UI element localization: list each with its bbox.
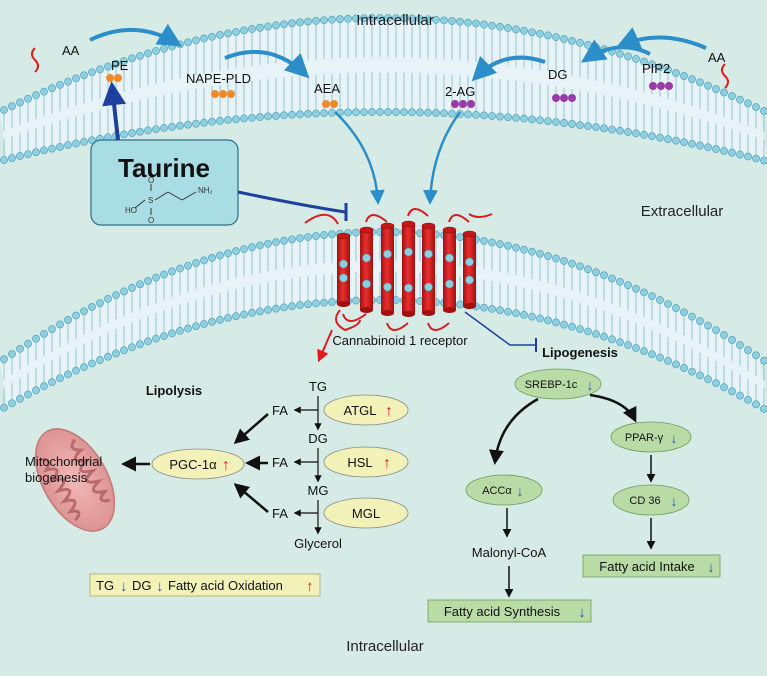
fa-intake-label: Fatty acid Intake: [599, 559, 694, 574]
cb1-receptor-icon: [304, 208, 493, 332]
lipolysis-title: Lipolysis: [146, 383, 202, 398]
receptor-label: Cannabinoid 1 receptor: [332, 333, 468, 348]
region-label-top: Intracellular: [356, 12, 434, 29]
arrow-aa-to-nape: [89, 23, 183, 47]
inhibit-receptor-lipogenesis: [464, 311, 536, 346]
ppar-node: PPAR-γ ↓: [610, 421, 692, 453]
lipolysis-summary-box: TG ↓ DG ↓ Fatty acid Oxidation ↑: [89, 573, 321, 597]
fa-synthesis-box: Fatty acid Synthesis ↓: [427, 599, 592, 623]
pip2-label: PIP2: [642, 61, 670, 76]
2ag-head-group: [451, 100, 475, 108]
arrow-aea-to-receptor: [334, 111, 385, 205]
lipogenesis-title: Lipogenesis: [542, 345, 618, 360]
region-label-extracellular: Extracellular: [641, 203, 724, 220]
fa-intake-down: ↓: [707, 559, 715, 576]
aa-chain-left-icon: [31, 47, 39, 73]
fa-synthesis-down: ↓: [578, 604, 586, 621]
ligand-pathway: AA PE NAPE-PLD AEA 2-AG DG PIP2 AA: [31, 23, 729, 205]
dg-stage-label: DG: [308, 431, 328, 446]
taurine-o1-label: O: [148, 176, 154, 185]
summary-fao: Fatty acid Oxidation: [168, 578, 283, 593]
tg-label: TG: [309, 379, 327, 394]
ppar-down-arrow: ↓: [671, 430, 678, 446]
pgc-up-arrow: ↑: [222, 457, 230, 474]
fa-synthesis-label: Fatty acid Synthesis: [444, 604, 561, 619]
arrow-aa-to-pip2: [615, 27, 707, 50]
taurine-o2-label: O: [148, 216, 154, 225]
aea-label: AEA: [314, 81, 340, 96]
arrow-fa1-to-pgc: [233, 413, 269, 444]
fa-intake-box: Fatty acid Intake ↓: [582, 554, 721, 578]
taurine-structure-icon: [134, 184, 197, 215]
acc-down-arrow: ↓: [517, 483, 524, 499]
arrow-receptor-to-lipolysis: [317, 329, 333, 363]
top-membrane: [0, 14, 767, 165]
taurine-title: Taurine: [118, 153, 210, 183]
aa-right-label: AA: [708, 50, 726, 65]
taurine-nh2-label: NH₂: [198, 186, 213, 195]
aea-head-group: [322, 100, 338, 108]
summary-tg: TG: [96, 578, 114, 593]
atgl-up-arrow: ↑: [385, 403, 393, 420]
mitochondrion-icon: [34, 428, 116, 532]
malonyl-label: Malonyl-CoA: [472, 545, 547, 560]
mito-label-line2: biogenesis: [25, 470, 88, 485]
arrow-nape-to-aea: [224, 49, 310, 79]
ppar-label: PPAR-γ: [625, 432, 664, 444]
fa-label-1: FA: [272, 403, 288, 418]
hsl-label: HSL: [347, 455, 372, 470]
dg-label: DG: [548, 67, 568, 82]
hsl-up-arrow: ↑: [383, 455, 391, 472]
arrow-taurine-to-pe: [102, 81, 127, 141]
pgc-node: PGC-1α ↑: [151, 448, 245, 480]
arrow-fa3-to-pgc: [233, 483, 269, 513]
inhibit-taurine-receptor: [237, 190, 346, 214]
srebp-node: SREBP-1c ↓: [514, 368, 602, 400]
pe-head-group: [106, 74, 122, 82]
arrow-2ag-to-receptor: [422, 111, 462, 205]
acc-node: ACCα ↓: [465, 474, 543, 506]
nape-pld-label: NAPE-PLD: [186, 71, 251, 86]
summary-dg-down: ↓: [156, 578, 164, 595]
pe-label: PE: [111, 58, 129, 73]
aa-left-label: AA: [62, 43, 80, 58]
srebp-label: SREBP-1c: [525, 379, 578, 391]
mito-label-line1: Mitochondrial: [25, 454, 102, 469]
fa-label-3: FA: [272, 506, 288, 521]
summary-dg: DG: [132, 578, 152, 593]
summary-fao-up: ↑: [306, 578, 314, 595]
glycerol-label: Glycerol: [294, 536, 342, 551]
fa-label-2: FA: [272, 455, 288, 470]
cd36-label: CD 36: [629, 495, 660, 507]
mgl-node: MGL: [323, 497, 409, 529]
mg-label: MG: [308, 483, 329, 498]
atgl-node: ATGL ↑: [323, 394, 409, 426]
2ag-label: 2-AG: [445, 84, 475, 99]
cd36-down-arrow: ↓: [671, 493, 678, 509]
aa-chain-right-icon: [721, 63, 729, 89]
arrow-dg-to-2ag: [471, 55, 546, 82]
taurine-ho-label: HO: [125, 206, 137, 215]
atgl-label: ATGL: [344, 403, 377, 418]
pgc-label: PGC-1α: [169, 457, 217, 472]
cd36-node: CD 36 ↓: [612, 484, 690, 516]
dg-head-group: [552, 94, 576, 102]
summary-tg-down: ↓: [120, 578, 128, 595]
hsl-node: HSL ↑: [323, 446, 409, 478]
pip2-head-group: [649, 82, 673, 90]
mgl-label: MGL: [352, 506, 380, 521]
taurine-s-label: S: [148, 196, 153, 205]
nape-head-group: [211, 90, 235, 98]
region-label-bottom: Intracellular: [346, 638, 424, 655]
arrow-srebp-to-acc: [488, 397, 539, 465]
srebp-down-arrow: ↓: [587, 377, 594, 393]
arrow-srebp-to-ppar: [589, 393, 637, 423]
acc-label: ACCα: [482, 485, 512, 497]
taurine-box: Taurine HO S O O NH₂: [90, 139, 239, 226]
